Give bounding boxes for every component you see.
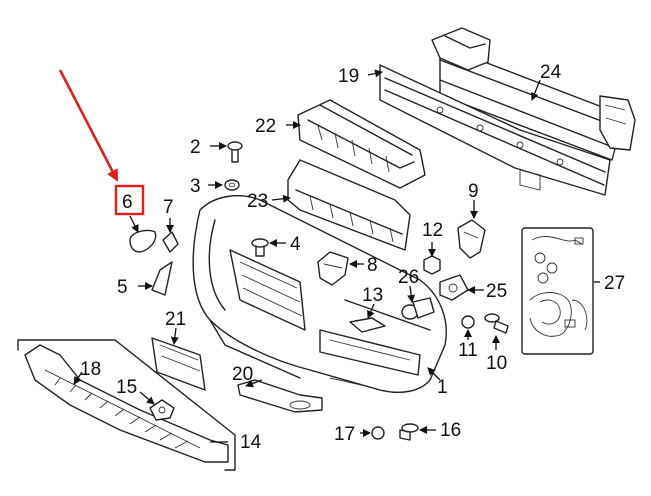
highlight-arrow — [58, 69, 119, 182]
tow-eye-bracket — [149, 399, 175, 421]
callout-19: 19 — [338, 66, 359, 87]
callout-27: 27 — [604, 273, 625, 294]
small-bracket — [162, 231, 179, 253]
bracket — [151, 261, 173, 296]
callout-23: 23 — [247, 191, 268, 212]
lower-spoiler — [17, 339, 236, 471]
highlight-annotation — [58, 69, 145, 216]
callout-4: 4 — [290, 234, 301, 255]
callout-21: 21 — [165, 309, 186, 330]
license-plate-bracket — [151, 337, 206, 391]
callout-14: 14 — [240, 432, 262, 453]
small-washer — [371, 426, 385, 440]
callout-1: 1 — [437, 377, 448, 398]
callout-16: 16 — [440, 420, 461, 441]
callout-26: 26 — [398, 267, 419, 288]
mount-bolt — [484, 313, 509, 334]
reinforcement-beam — [431, 27, 636, 161]
callout-25: 25 — [486, 281, 507, 302]
callout-24: 24 — [540, 62, 562, 83]
highlight-box — [114, 184, 145, 216]
lower-bracket — [349, 317, 386, 333]
wiring-harness-box — [521, 227, 594, 355]
callout-2: 2 — [190, 137, 201, 158]
parking-sensor — [401, 297, 435, 320]
tow-hook-cover — [129, 229, 157, 253]
leader-lines — [73, 69, 600, 443]
callout-18: 18 — [80, 359, 101, 380]
callout-10: 10 — [486, 353, 507, 374]
callout-3: 3 — [190, 176, 201, 197]
callout-11: 11 — [458, 340, 478, 361]
callout-9: 9 — [468, 181, 479, 202]
callout-7: 7 — [163, 197, 174, 218]
sensor-washer — [461, 315, 475, 329]
callout-20: 20 — [232, 364, 253, 385]
mount-bracket — [317, 251, 349, 286]
clip — [251, 238, 269, 257]
callout-labels: 1 2 3 4 5 6 7 8 9 10 11 12 13 14 15 16 1… — [80, 62, 625, 453]
callout-13: 13 — [362, 285, 383, 306]
callout-5: 5 — [117, 277, 128, 298]
callout-6: 6 — [122, 192, 133, 213]
fog-lamp-trim — [237, 379, 323, 413]
energy-absorber — [379, 64, 611, 196]
washer — [224, 179, 240, 191]
bolt — [399, 423, 419, 441]
callout-8: 8 — [367, 255, 378, 276]
screw — [227, 141, 243, 163]
callout-15: 15 — [116, 377, 137, 398]
upper-grille-frame — [297, 99, 426, 189]
callout-22: 22 — [255, 116, 276, 137]
side-bracket — [457, 219, 486, 259]
callout-12: 12 — [422, 220, 443, 241]
sensor-holder — [439, 274, 469, 301]
callout-17: 17 — [334, 424, 355, 445]
nut — [423, 255, 441, 275]
